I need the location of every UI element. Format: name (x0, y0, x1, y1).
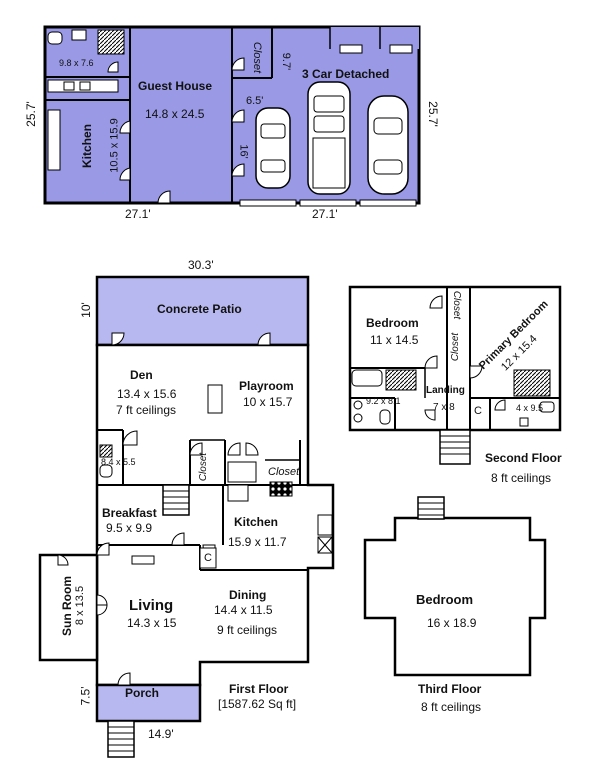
sink-icon (71, 29, 87, 41)
stove-icon (269, 481, 293, 497)
gh-bath-dims: 9.8 x 7.6 (59, 58, 94, 68)
gh-width-left: 27.1' (125, 207, 151, 221)
toilet-icon (379, 409, 391, 425)
ff-sunroom-dims: 8 x 13.5 (74, 585, 87, 626)
concrete-patio (95, 275, 310, 347)
sf-bedroom-label: Bedroom (366, 316, 419, 330)
second-floor (348, 285, 562, 465)
ff-den-label: Den (130, 368, 153, 382)
stairs (417, 496, 445, 520)
ff-dining-dims: 14.4 x 11.5 (214, 603, 273, 617)
ff-breakfast-label: Breakfast (102, 506, 157, 520)
gh-height-left: 25.7' (23, 101, 38, 127)
third-floor-outline (363, 516, 547, 677)
ff-kitchen-label: Kitchen (234, 515, 279, 529)
first-floor (38, 275, 335, 758)
porch (95, 683, 202, 723)
gh-width-right: 27.1' (312, 207, 338, 221)
second-floor-outline (348, 285, 562, 432)
tf-bedroom-dims: 16 x 18.9 (427, 616, 477, 630)
sf-c-label: C (474, 405, 482, 417)
sink-icon (317, 514, 333, 536)
ff-porch-width: 14.9' (148, 727, 174, 741)
sf-landing-dims: 7 x 8 (433, 402, 455, 413)
ff-den-dims: 13.4 x 15.6 (117, 387, 177, 401)
ff-den-ceilings: 7 ft ceilings (116, 403, 177, 417)
gh-dim-16: 16' (237, 144, 250, 159)
gh-kitchen-label: Kitchen (80, 123, 95, 169)
ff-porch-label: Porch (125, 686, 160, 700)
gh-height-right: 25.7' (425, 101, 440, 127)
ff-living-label: Living (129, 597, 174, 614)
ff-playroom-label: Playroom (239, 379, 294, 393)
gh-kitchen-dims: 10.5 x 15.9 (108, 118, 121, 173)
shower-icon (385, 369, 417, 391)
truck-icon (307, 81, 351, 195)
stairs (162, 484, 190, 516)
sf-closet1-label: Closet (451, 290, 463, 320)
sf-bedroom-dims: 11 x 14.5 (370, 333, 419, 347)
ff-kitchen-dims: 15.9 x 11.7 (228, 535, 287, 549)
ff-sunroom-label: Sun Room (60, 576, 74, 636)
porch-steps (107, 720, 135, 758)
ff-closet1-label: Closet (198, 452, 210, 482)
ff-porch-depth: 7.5' (78, 686, 93, 706)
ff-c-label: C (204, 552, 212, 564)
shower-icon (97, 29, 125, 55)
gh-garage-label: 3 Car Detached (302, 67, 390, 81)
ff-closet2-label: Closet (268, 466, 300, 478)
guest-house-level (43, 25, 421, 207)
sf-bath2-dims: 4 x 9.5 (516, 403, 544, 413)
sf-landing-label: Landing (426, 385, 465, 396)
shower-icon (513, 369, 551, 397)
ff-patio-label: Concrete Patio (157, 302, 242, 316)
gh-guest-house-dims: 14.8 x 24.5 (145, 107, 205, 121)
car-icon (367, 95, 409, 195)
gh-dim-65: 6.5' (246, 95, 264, 107)
ff-dining-label: Dining (229, 588, 267, 602)
ff-half-bath-dims: 8.4 x 5.5 (101, 457, 136, 467)
ff-floor-title: First Floor (229, 682, 289, 696)
stairs (439, 429, 471, 465)
gh-guest-house-label: Guest House (138, 79, 213, 93)
sf-floor-title: Second Floor (485, 451, 562, 465)
bathtub-icon (351, 369, 383, 387)
ff-dining-ceilings: 9 ft ceilings (217, 623, 278, 637)
ff-living-dims: 14.3 x 15 (127, 616, 177, 630)
car-icon (255, 107, 291, 189)
gh-dim-97: 9.7' (280, 52, 293, 71)
ff-floor-area: [1587.62 Sq ft] (218, 697, 297, 711)
sf-closet2-label: Closet (450, 332, 462, 362)
ff-width-top: 30.3' (188, 258, 214, 272)
ff-breakfast-dims: 9.5 x 9.9 (106, 521, 153, 535)
gh-closet-label: Closet (251, 41, 264, 74)
tf-floor-ceilings: 8 ft ceilings (421, 700, 482, 714)
tf-floor-title: Third Floor (418, 682, 482, 696)
toilet-icon (47, 31, 63, 45)
third-floor (363, 496, 547, 677)
ff-playroom-dims: 10 x 15.7 (243, 395, 293, 409)
refrigerator (227, 461, 257, 483)
sf-bath1-dims: 9.2 x 8.1 (366, 396, 401, 406)
sf-floor-ceilings: 8 ft ceilings (491, 471, 552, 485)
ff-patio-depth: 10' (78, 302, 93, 318)
tf-bedroom-label: Bedroom (416, 592, 474, 607)
